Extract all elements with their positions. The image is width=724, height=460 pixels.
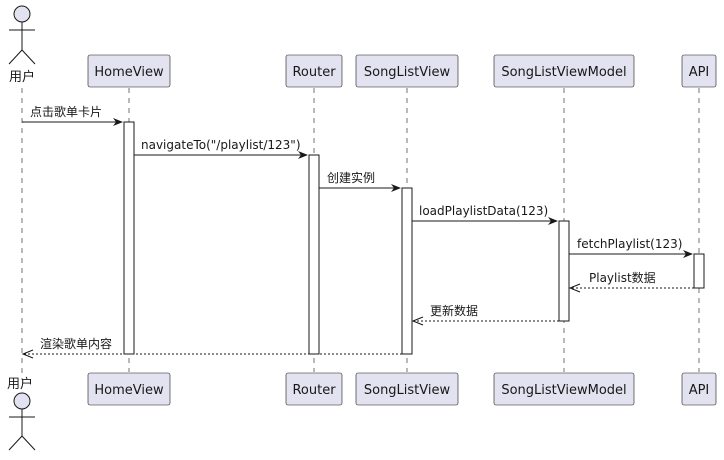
participant-label: SongListView: [364, 65, 451, 80]
participant-songlistviewmodel-top: SongListViewModel: [493, 54, 635, 88]
participant-songlistviewmodel-bottom: SongListViewModel: [493, 372, 635, 406]
message-6: Playlist数据: [568, 270, 694, 293]
participant-label: Router: [292, 383, 336, 398]
participant-label: HomeView: [94, 65, 164, 80]
message-5: fetchPlaylist(123): [569, 237, 693, 258]
participant-label: SongListView: [364, 383, 451, 398]
message-label: 渲染歌单内容: [40, 336, 112, 351]
message-8: 渲染歌单内容: [21, 336, 402, 359]
actor-user-label: 用户: [9, 69, 35, 85]
actor-user-top: 用户: [8, 5, 36, 85]
participant-label: API: [689, 383, 710, 398]
activation-homeview: [123, 121, 135, 355]
participant-songlistview-top: SongListView: [355, 54, 459, 88]
participant-homeview-bottom: HomeView: [87, 372, 171, 406]
actor-head-icon: [13, 392, 31, 410]
activation-api: [693, 253, 705, 289]
participant-homeview-top: HomeView: [87, 54, 171, 88]
participant-label: SongListViewModel: [501, 65, 626, 80]
message-label: 创建实例: [327, 170, 375, 185]
message-label: Playlist数据: [589, 270, 656, 285]
message-1: 点击歌单卡片: [22, 104, 123, 126]
message-label: navigateTo("/playlist/123"): [141, 138, 301, 152]
activation-songlistviewmodel: [558, 220, 570, 322]
message-label: fetchPlaylist(123): [577, 237, 682, 251]
activation-songlistview: [401, 187, 413, 355]
actor-head-icon: [13, 5, 31, 23]
actor-user-label: 用户: [7, 376, 33, 392]
message-7: 更新数据: [411, 303, 559, 326]
message-2: navigateTo("/playlist/123"): [134, 138, 308, 159]
actor-user-bottom: 用户: [7, 376, 36, 451]
participant-label: API: [689, 65, 710, 80]
message-4: loadPlaylistData(123): [412, 204, 558, 225]
participant-router-bottom: Router: [285, 372, 343, 406]
message-label: 更新数据: [430, 303, 478, 318]
participant-songlistview-bottom: SongListView: [355, 372, 459, 406]
message-label: loadPlaylistData(123): [419, 204, 548, 218]
message-3: 创建实例: [319, 170, 401, 192]
participant-label: Router: [292, 65, 336, 80]
message-label: 点击歌单卡片: [30, 104, 102, 119]
participant-label: SongListViewModel: [501, 383, 626, 398]
participant-api-top: API: [681, 54, 717, 88]
participant-router-top: Router: [285, 54, 343, 88]
activation-router: [308, 154, 320, 355]
participant-api-bottom: API: [681, 372, 717, 406]
participant-label: HomeView: [94, 383, 164, 398]
